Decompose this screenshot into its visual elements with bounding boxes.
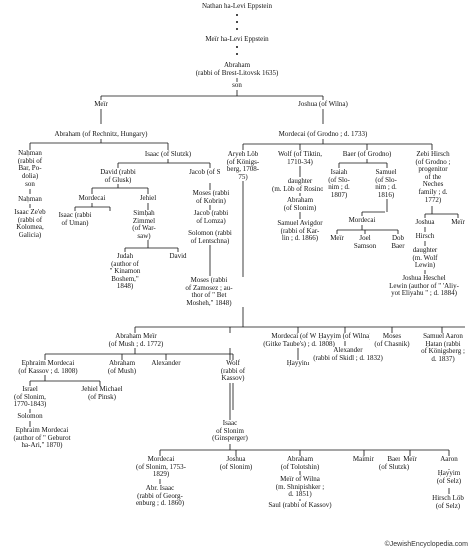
node-nahman: Naḥman (rabbi of Bar, Po- dolia) xyxy=(8,149,52,181)
node-joshua-wilna: Joshua (of Wilna) xyxy=(290,100,356,109)
node-aaron: Aaron xyxy=(434,455,464,464)
node-abraham-tolotshin: Abraham (of Tolotshin) xyxy=(274,455,326,472)
node-moses-chasnik: Moses (of Chasnik) xyxy=(370,332,414,349)
node-judah: Judah (author of " Kinamon Boshem," 1848… xyxy=(102,252,148,291)
node-samuel-avigdor: Samuel Avigdor (rabbi of Kar- lin ; d. 1… xyxy=(270,219,330,243)
node-samuel-aaron-hatan: Samuel Aaron Ḥatan (rabbi of Königsberg … xyxy=(414,332,472,364)
node-dob-baer: Dob Baer xyxy=(386,234,410,251)
node-mordecai: Mordecai xyxy=(74,194,110,203)
node-solomon: Solomon xyxy=(12,412,48,421)
node-joshua-heschel-lewin: Joshua Heschel Lewin (author of " 'Aliy-… xyxy=(378,274,470,298)
node-david-glusk: David (rabbi of Glusk) xyxy=(96,168,140,185)
node-wolf-tiktin: Wolf (of Tiktin, 1710-34) xyxy=(270,150,330,167)
node-nahman-2: Naḥman xyxy=(12,195,48,204)
node-joshua: Joshua xyxy=(411,218,439,227)
node-isaiah-slonim: Isaiah (of Slo- nim ; d. 1807) xyxy=(323,168,355,200)
node-moses-kobrin: Moses (rabbi of Kobrin) xyxy=(186,189,236,206)
node-samuel-slonim: Samuel (of Slo- nim ; d. 1816) xyxy=(370,168,402,200)
label-son: son xyxy=(22,180,38,189)
node-saul-kassov: Saul (rabbi of Kassov) xyxy=(262,501,338,510)
node-moses-zamosez: Moses (rabbi of Zamosez ; au- thor of " … xyxy=(170,276,248,308)
node-isaac-uman: Isaac (rabbi of Uman) xyxy=(52,211,98,228)
node-ephraim-mordecai-geburot: Ephraim Mordecai (author of " Geburot ha… xyxy=(4,426,80,450)
node-isaac-slutzk: Isaac (of Slutzk) xyxy=(138,150,198,159)
node-meir-wilna: Meïr of Wilna (m. Shnipishker ; d. 1851) xyxy=(268,475,332,499)
node-jacob-lomza: Jacob (rabbi of Lomza) xyxy=(186,209,236,226)
node-abraham-rechnitz: Abraham (of Rechnitz, Hungary) xyxy=(40,130,162,139)
node-david: David xyxy=(166,252,190,261)
node-maimin: Maimin xyxy=(350,455,378,464)
node-baer-grodno: Baer (of Grodno) xyxy=(338,150,396,159)
node-solomon-lentschna: Solomon (rabbi of Lentschna) xyxy=(180,229,240,246)
node-isaac-ginsperger: Isaac of Slonim (Ginsperger) xyxy=(206,419,254,443)
node-mordecai-slonim: Mordecai (of Slonim, 1753- 1829) xyxy=(128,455,194,479)
node-meir-eppstein: Meïr ha-Levi Eppstein xyxy=(192,35,282,44)
node-abraham-brest-litovsk: Abraham (rabbi of Brest-Litovsk 1635) xyxy=(172,61,302,78)
node-hayyim-selz: Ḥayyim (of Selz) xyxy=(432,469,466,486)
node-ephraim-mordecai-kassov: Ephraim Mordecai (of Kassov ; d. 1808) xyxy=(8,359,88,376)
footer-credit[interactable]: ©JewishEncyclopedia.com xyxy=(382,541,470,548)
label-son: son xyxy=(227,81,247,90)
node-meir-4: Meïr xyxy=(400,455,420,464)
node-abraham-slonim: Abraham (of Slonim) xyxy=(278,196,322,213)
node-abraham-mush: Abraham (of Mush) xyxy=(104,359,140,376)
node-hayyim: Ḥayyim xyxy=(284,359,312,368)
node-alexander: Alexander xyxy=(146,359,186,368)
node-joel-samson: Joel Samson xyxy=(352,234,378,251)
node-hirsch-lob: Hirsch Löb (of Selz) xyxy=(424,494,472,511)
node-jehiel: Jehiel xyxy=(134,194,162,203)
node-wolf-kassov: Wolf (rabbi of Kassov) xyxy=(216,359,250,383)
node-mordecai-grodno: Mordecai (of Grodno ; d. 1733) xyxy=(270,130,376,139)
node-alexander-skidl: Alexander (rabbi of Skidl ; d. 1832) xyxy=(306,346,390,363)
node-abr-isaac: Abr. Isaac (rabbi of Georg- enburg ; d. … xyxy=(126,484,194,508)
node-joshua-slonim: Joshua (of Slonim) xyxy=(214,455,258,472)
node-aryeh-lob: Aryeh Löb (of Königs- berg, 1708- 75) xyxy=(220,150,266,182)
node-meir: Meïr xyxy=(91,100,111,109)
node-meir-3: Meïr xyxy=(448,218,468,227)
node-israel-slonim: Israel (of Slonim, 1770-1843) xyxy=(6,385,54,409)
node-nathan: Nathan ha-Levi Eppstein xyxy=(194,2,280,11)
node-jehiel-michael: Jehiel Michael (of Pinsk) xyxy=(74,385,130,402)
node-abraham-meir-mush: Abraham Meïr (of Mush ; d. 1772) xyxy=(100,332,172,349)
node-hayyim-wilna: Ḥayyim (of Wilna) xyxy=(316,332,374,341)
node-zebi-hirsch: Zebi Hirsch (of Grodno ; progenitor of t… xyxy=(406,150,460,205)
node-meir-2: Meïr xyxy=(326,234,348,243)
node-hirsch: Hirsch xyxy=(411,232,439,241)
node-simhah-zimmel: Simḥah Zimmel (of War- saw) xyxy=(124,209,164,241)
node-isaac-zeeb: Isaac Ze'eb (rabbi of Kolomea, Galicia) xyxy=(4,208,56,240)
node-daughter-lewin: daughter (m. Wolf Lewin) xyxy=(405,246,445,270)
node-daughter-rosinoi: daughter (m. Löb of Rosinoi) xyxy=(268,177,332,194)
node-mordecai-2: Mordecai xyxy=(344,216,380,225)
